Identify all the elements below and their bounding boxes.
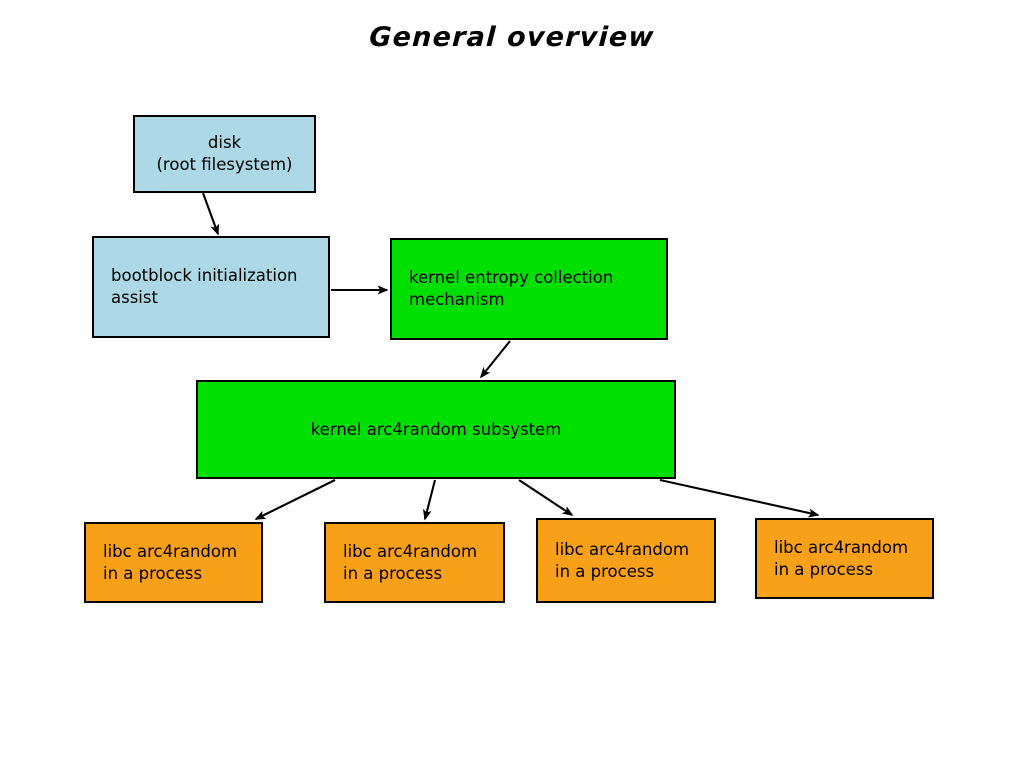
edge-arc4random-to-process-2: [422, 479, 437, 521]
edge-disk-to-bootblock: [202, 192, 219, 236]
libc-arc4random-process-1-line-2: in a process: [103, 563, 203, 583]
node-bootblock-line-2: assist: [111, 288, 158, 307]
node-disk-line-2: (root filesystem): [156, 155, 293, 174]
libc-arc4random-process-4-line-2: in a process: [774, 559, 874, 579]
node-disk[interactable]: disk (root filesystem): [133, 115, 316, 193]
node-disk-line-1: disk: [207, 133, 242, 153]
node-kernel-entropy-line-1: kernel entropy collection: [409, 268, 614, 288]
node-bootblock-line-1: bootblock initialization: [111, 266, 298, 286]
page-title: General overview: [368, 22, 656, 53]
libc-arc4random-process-2-line-2: in a process: [343, 563, 443, 583]
node-kernel-arc4random[interactable]: kernel arc4random subsystem: [196, 380, 676, 479]
edge-entropy-to-arc4random: [479, 340, 511, 379]
edge-arc4random-to-process-1: [254, 479, 336, 520]
libc-arc4random-process-3-line-1: libc arc4random: [555, 539, 690, 559]
node-kernel-entropy[interactable]: kernel entropy collection mechanism: [390, 238, 668, 340]
libc-arc4random-process-4-line-1: libc arc4random: [774, 537, 909, 557]
node-kernel-arc4random-line-1: kernel arc4random subsystem: [310, 419, 562, 439]
node-bootblock[interactable]: bootblock initialization assist: [92, 236, 330, 338]
libc-arc4random-process-3-line-2: in a process: [555, 561, 655, 581]
edge-arc4random-to-process-3: [518, 479, 574, 516]
edge-arc4random-to-process-4: [659, 478, 820, 518]
node-kernel-entropy-line-2: mechanism: [409, 290, 505, 309]
libc-arc4random-process-1-line-1: libc arc4random: [103, 541, 238, 561]
libc-arc4random-process-2-line-1: libc arc4random: [343, 541, 478, 561]
